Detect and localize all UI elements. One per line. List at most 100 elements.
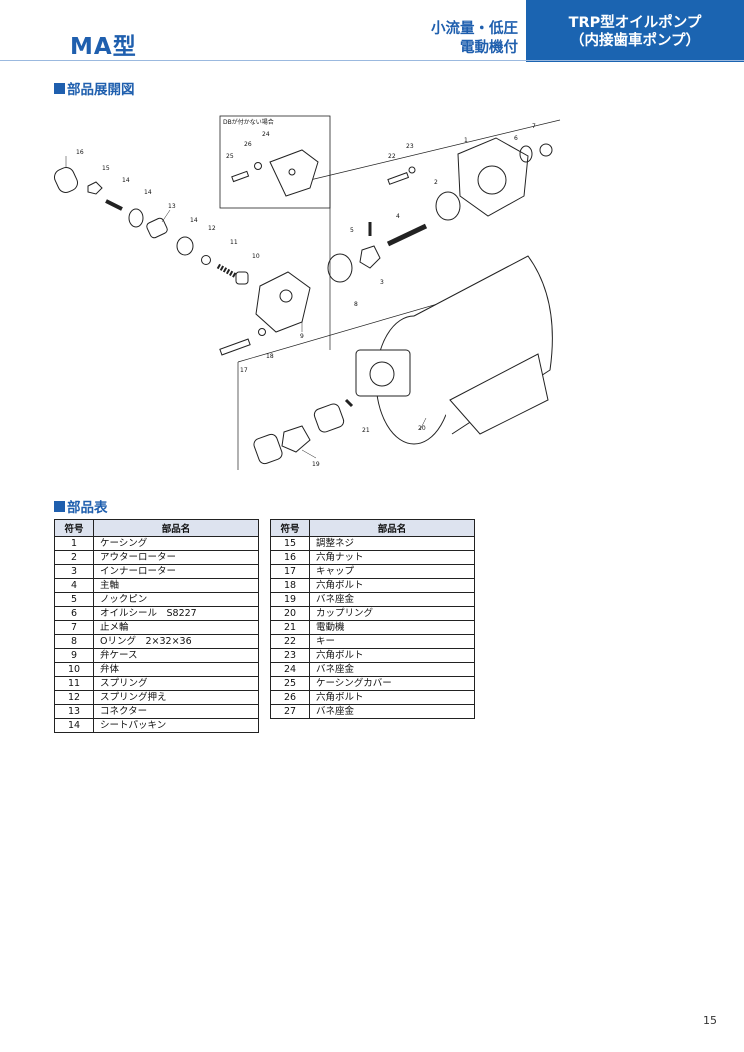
part-number: 11	[54, 676, 94, 691]
part-name: キー	[309, 634, 475, 649]
parts-table-title: 部品表	[67, 500, 108, 516]
callout-9: 9	[300, 333, 304, 340]
part-name: バネ座金	[309, 662, 475, 677]
part-number: 17	[270, 564, 310, 579]
part-name: 調整ネジ	[309, 536, 475, 551]
part-name: キャップ	[309, 564, 475, 579]
subtitle-line-1: 小流量・低圧	[431, 21, 518, 37]
table-header-row: 符号 部品名	[270, 519, 475, 537]
part-number: 2	[54, 550, 94, 565]
callout-18: 17	[240, 367, 248, 374]
part-name: Oリング 2×32×36	[93, 634, 259, 649]
part-name: 弁体	[93, 662, 259, 677]
part-number: 8	[54, 634, 94, 649]
hex-bolt-23	[387, 172, 410, 185]
part-number: 21	[270, 620, 310, 635]
valve-body-10	[235, 271, 249, 285]
coupling-half-b	[313, 403, 345, 433]
part-number: 4	[54, 578, 94, 593]
subtitle-line-2: 電動機付	[460, 40, 518, 56]
callout-26: 25	[226, 153, 234, 160]
callout-12: 12	[208, 225, 216, 232]
callout-6: 6	[514, 135, 518, 142]
part-number: 16	[270, 550, 310, 565]
leader-20	[301, 449, 317, 459]
valve-case-hole	[279, 289, 293, 303]
parts-table-heading: 部品表	[54, 496, 108, 516]
part-name: 主軸	[93, 578, 259, 593]
part-name: カップリング	[309, 606, 475, 621]
part-name: コネクター	[93, 704, 259, 719]
model-title: MA型	[70, 34, 137, 60]
header-rule	[0, 60, 744, 61]
part-number: 22	[270, 634, 310, 649]
exploded-diagram: DBが付かない場合 24 26 25 16 15 14 14 13 14 12 …	[53, 115, 561, 470]
heading-square-icon	[54, 82, 65, 94]
main-shaft-4	[386, 223, 428, 247]
part-name: バネ座金	[309, 592, 475, 607]
spring-retainer-12	[201, 255, 211, 265]
part-number: 5	[54, 592, 94, 607]
callout-2: 2	[434, 179, 438, 186]
cover-washer-27	[254, 162, 262, 170]
part-name: ノックピン	[93, 592, 259, 607]
part-name: 六角ナット	[309, 550, 475, 565]
leader-21	[419, 417, 427, 431]
part-number: 1	[54, 536, 94, 551]
col-name-header: 部品名	[309, 519, 475, 537]
exploded-view-heading: 部品展開図	[54, 78, 135, 98]
o-ring-8	[327, 253, 353, 283]
part-name: 止メ輪	[93, 620, 259, 635]
callout-3: 3	[380, 279, 384, 286]
casing-bore	[477, 165, 507, 195]
callout-17: 16	[76, 149, 84, 156]
outer-rotor-2	[435, 191, 461, 221]
part-name: 電動機	[309, 620, 475, 635]
part-number: 20	[270, 606, 310, 621]
part-number: 27	[270, 704, 310, 719]
key-22	[344, 398, 354, 408]
boundary-line-top	[309, 119, 561, 181]
hex-bolt-18	[219, 338, 251, 356]
hex-nut-16	[87, 181, 103, 195]
band-line-1: TRP型オイルポンプ	[568, 15, 702, 31]
part-number: 9	[54, 648, 94, 663]
callout-11: 11	[230, 239, 238, 246]
callout-23: 22	[388, 153, 396, 160]
callout-14b: 14	[190, 217, 198, 224]
part-name: 弁ケース	[93, 648, 259, 663]
inner-rotor-3	[359, 245, 381, 269]
callout-27: 26	[244, 141, 252, 148]
part-number: 19	[270, 592, 310, 607]
header-subtitle: 小流量・低圧 電動機付	[431, 20, 518, 58]
spring-11	[216, 263, 238, 279]
callout-25: 24	[262, 131, 270, 138]
seat-packing-14a	[128, 208, 144, 228]
part-number: 10	[54, 662, 94, 677]
callout-15: 14	[122, 177, 130, 184]
callout-5: 5	[350, 227, 354, 234]
callout-13: 13	[168, 203, 176, 210]
connector-13	[146, 217, 168, 239]
callout-19: 18	[266, 353, 274, 360]
callout-7: 7	[532, 123, 536, 130]
washer-24	[408, 166, 416, 174]
header-band: TRP型オイルポンプ （内接歯車ポンプ）	[526, 0, 744, 62]
heading-square-icon	[54, 500, 65, 512]
